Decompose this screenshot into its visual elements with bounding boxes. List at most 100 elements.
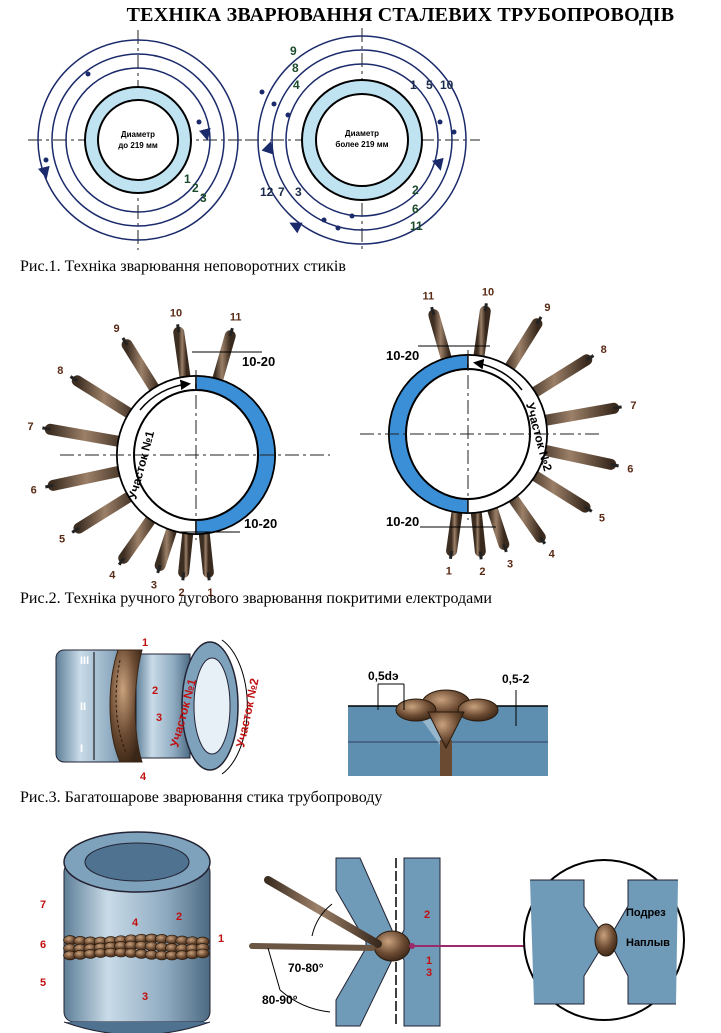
fig4-pipe: 7 6 5 4 2 1 3 (40, 831, 224, 1033)
fig2-left-dim-bottom: 10-20 (244, 516, 277, 531)
electrode-tip (613, 405, 622, 410)
electrode-label: 7 (27, 421, 33, 433)
electrode-label: 7 (630, 400, 636, 412)
electrode-label: 10 (482, 286, 494, 298)
fig4-weld-angle-diagram: 70-80° 80-90° 2 1 3 (249, 857, 532, 1027)
electrode (531, 402, 620, 428)
fig4-pipe-label: 6 (40, 939, 46, 951)
fig1-right-label: 11 (410, 219, 423, 233)
fig4-pipe-label: 5 (40, 977, 46, 989)
fig4-defect1: Подрез (626, 907, 666, 919)
electrode-tip (71, 526, 80, 534)
fig1-left-label: 1 (184, 172, 191, 186)
fig1-left-label: 3 (200, 191, 207, 205)
electrode-label: 5 (59, 534, 65, 546)
electrode-tip (430, 306, 436, 316)
electrode-label: 4 (109, 570, 116, 582)
fig1-right-label: 8 (292, 61, 299, 75)
electrode-label: 9 (544, 302, 550, 314)
electrode-label: 11 (422, 291, 434, 303)
fig1-right-diagram: Диаметр более 219 мм 9 8 4 1 5 10 12 7 3… (245, 28, 480, 252)
electrode-tip (483, 303, 488, 312)
electrode-tip (535, 316, 543, 325)
fig1-right-label: 7 (278, 185, 285, 199)
electrode-tip (228, 327, 234, 337)
electrode (73, 486, 143, 534)
electrode-tip (45, 483, 54, 489)
fig4-angle1: 70-80° (288, 961, 324, 975)
fig1-right-label: 10 (440, 78, 454, 92)
electrode-tip (42, 426, 51, 431)
fig4-mid-label: 3 (426, 967, 432, 979)
fig4-angle2: 80-90° (262, 993, 298, 1007)
electrode-label: 2 (479, 566, 485, 578)
fig1-right-text2: более 219 мм (335, 140, 388, 149)
fig1-caption: Рис.1. Техніка зварювання неповоротних с… (20, 258, 346, 275)
fig1-right-label: 4 (293, 78, 300, 92)
electrode-tip (69, 375, 79, 383)
fig1-right-label: 12 (260, 185, 274, 199)
fig4-pipe-label: 3 (142, 991, 148, 1003)
fig2-right-dim-bottom: 10-20 (386, 514, 419, 529)
fig1-left-label: 2 (192, 181, 199, 195)
fig2-left-dim-top: 10-20 (242, 354, 275, 369)
fig1-right-label: 6 (412, 202, 419, 216)
electrode-label: 3 (151, 579, 157, 591)
fig1-right-text1: Диаметр (345, 129, 379, 138)
electrode-label: 3 (507, 558, 513, 570)
fig4-pipe-label: 1 (218, 933, 224, 945)
electrode-tip (121, 337, 129, 346)
fig2-caption: Рис.2. Техніка ручного дугового зварюван… (20, 590, 492, 607)
electrode-tip (585, 354, 595, 362)
page-title: ТЕХНІКА ЗВАРЮВАННЯ СТАЛЕВИХ ТРУБОПРОВОДІ… (126, 4, 675, 26)
electrode (71, 375, 143, 424)
fig3-layer-label: 2 (152, 685, 158, 697)
electrode-label: 8 (601, 344, 607, 356)
fig3-dim1: 0,5dэ (368, 669, 399, 683)
fig3-zone-label: II (80, 701, 86, 713)
electrode-label: 11 (230, 312, 242, 324)
fig4-weld-beads (63, 933, 210, 961)
electrode (530, 443, 617, 470)
electrode-tip (176, 324, 181, 333)
fig1-left-diagram: Диаметр до 219 мм 1 2 3 (28, 30, 250, 250)
electrode-tip (156, 564, 162, 574)
electrode-tip (117, 557, 125, 566)
fig3-caption: Рис.3. Багатошарове зварювання стика тру… (20, 789, 383, 806)
electrode-label: 5 (599, 513, 605, 525)
electrode-label: 1 (207, 587, 213, 599)
fig3-cross-section: 0,5dэ 0,5-2 (348, 669, 548, 776)
fig1-left-text1: Диаметр (121, 130, 155, 139)
fig4-pipe-label: 2 (176, 911, 182, 923)
electrode-tip (502, 543, 508, 553)
fig3-layer-label: 3 (156, 712, 162, 724)
fig2-right-dim-top: 10-20 (386, 348, 419, 363)
electrode-tip (181, 572, 186, 581)
electrode-label: 6 (31, 485, 37, 497)
fig3-zone-label: III (80, 655, 89, 667)
electrode-tip (448, 550, 454, 559)
electrode-tip (584, 505, 593, 513)
fig4-defect2: Наплыв (626, 937, 670, 949)
weld-bead (195, 948, 210, 959)
electrode-label: 6 (627, 464, 633, 476)
fig4-pipe-label: 4 (132, 917, 139, 929)
fig4-mid-label: 2 (424, 909, 430, 921)
fig4-detail-circle: Подрез Наплыв (523, 859, 685, 1021)
electrode-tip (206, 572, 211, 581)
fig4-mid-label: 1 (426, 955, 432, 967)
fig3-zone-label: I (80, 743, 83, 755)
fig1-left-text2: до 219 мм (118, 141, 158, 150)
electrode-tip (539, 536, 547, 545)
fig1-right-label: 5 (426, 78, 433, 92)
fig3-dim2: 0,5-2 (502, 672, 530, 686)
electrode (521, 354, 593, 403)
electrode (44, 423, 133, 449)
fig4-pipe-label: 7 (40, 899, 46, 911)
electrode-tip (610, 462, 619, 468)
fig1-right-label: 9 (290, 44, 297, 58)
electrode-label: 8 (57, 365, 63, 377)
